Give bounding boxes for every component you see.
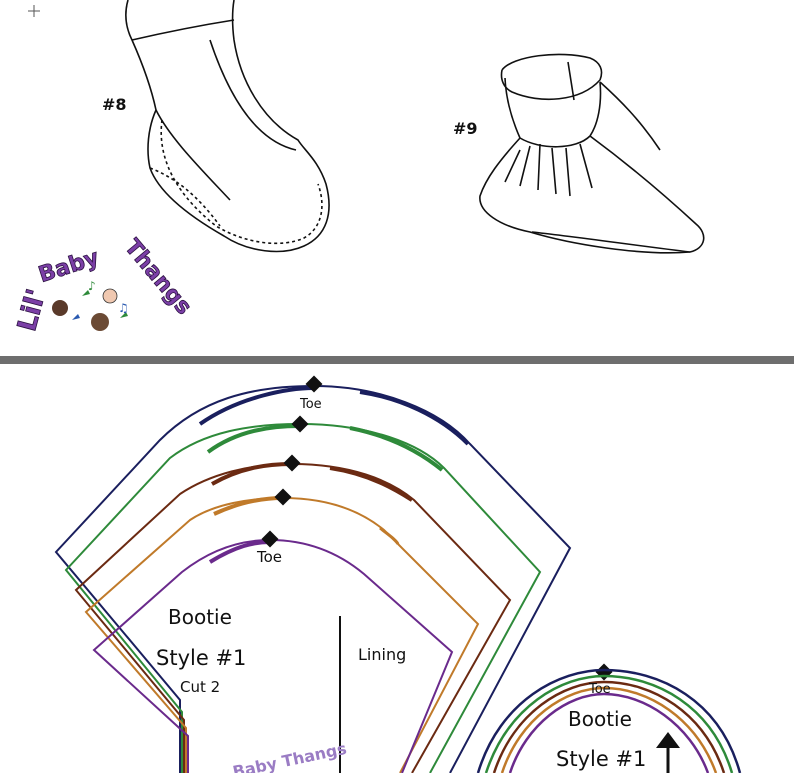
lil-baby-thangs-logo: Lil' Baby Thangs ♪ ♫ — [12, 234, 197, 335]
outline-brown — [74, 462, 512, 773]
cut-note: Cut 2 — [180, 678, 220, 696]
pattern-title-line1: Bootie — [168, 605, 232, 629]
second-pattern-outlines — [476, 668, 742, 773]
second-title-line2: Style #1 — [556, 747, 646, 771]
toe-marker-green — [291, 415, 309, 433]
toe-markers — [261, 375, 613, 681]
second-title-line1: Bootie — [568, 707, 632, 731]
toe-marker-second — [595, 663, 613, 681]
svg-text:♪: ♪ — [88, 279, 96, 293]
bootie-9-illustration — [479, 53, 705, 254]
partial-logo: Baby Thangs — [231, 739, 348, 773]
svg-text:Lil': Lil' — [12, 286, 52, 335]
svg-text:Thangs: Thangs — [119, 235, 196, 320]
toe-marker-purple — [261, 530, 279, 548]
outline-navy — [54, 384, 572, 773]
toe-label-top: Toe — [299, 397, 322, 412]
item-9-label: #9 — [453, 119, 478, 138]
pattern-outlines — [54, 384, 572, 773]
toe-marker-brown — [283, 454, 301, 472]
pattern-title-line2: Style #1 — [156, 646, 246, 670]
second-toe-label: Toe — [588, 682, 611, 697]
grainline-arrow-icon — [656, 732, 680, 773]
toe-marker-navy — [305, 375, 323, 393]
section-divider — [0, 356, 794, 364]
bootie-8-illustration — [125, 0, 330, 253]
toe-label-inner: Toe — [256, 548, 282, 566]
item-8-label: #8 — [102, 95, 127, 114]
crosshair-icon — [28, 5, 40, 17]
toe-marker-orange — [274, 488, 292, 506]
svg-text:Baby Thangs: Baby Thangs — [231, 739, 348, 773]
svg-text:♫: ♫ — [118, 301, 129, 315]
lining-label: Lining — [358, 645, 406, 664]
outline-green — [64, 422, 542, 773]
